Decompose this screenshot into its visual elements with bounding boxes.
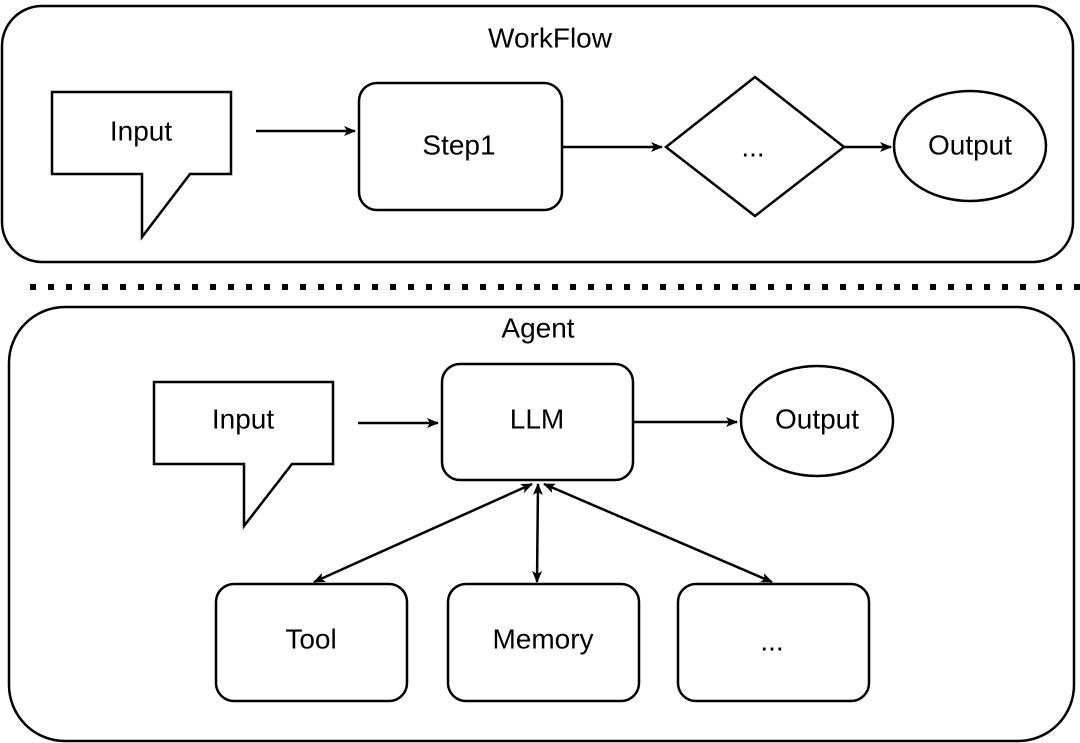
workflow-input-node: Input <box>50 90 233 241</box>
agent-arrow-llm-more <box>543 482 773 584</box>
workflow-step1-node: Step1 <box>357 81 564 212</box>
workflow-decision-label: ... <box>741 131 764 162</box>
agent-panel: Agent Input LLM Output Tool Memory <box>7 305 1076 743</box>
agent-llm-label: LLM <box>510 403 564 434</box>
workflow-title: WorkFlow <box>488 22 613 53</box>
agent-tool-label: Tool <box>285 623 336 654</box>
agent-tool-node: Tool <box>214 582 409 703</box>
agent-title: Agent <box>501 312 574 343</box>
agent-input-node: Input <box>152 380 335 530</box>
workflow-panel: WorkFlow Input Step1 ... Output <box>0 4 1075 264</box>
agent-more-node: ... <box>676 582 871 703</box>
workflow-input-label: Input <box>110 115 172 146</box>
workflow-step1-label: Step1 <box>422 129 495 160</box>
agent-memory-node: Memory <box>446 582 641 703</box>
agent-output-node: Output <box>739 364 895 478</box>
workflow-output-node: Output <box>892 89 1048 203</box>
workflow-output-label: Output <box>928 129 1012 160</box>
agent-arrow-llm-memory <box>532 483 543 583</box>
agent-llm-node: LLM <box>440 362 635 482</box>
agent-memory-label: Memory <box>492 623 593 654</box>
agent-input-label: Input <box>212 403 274 434</box>
workflow-decision-node: ... <box>663 75 847 218</box>
agent-arrow-llm-tool <box>313 482 533 584</box>
agent-more-label: ... <box>760 625 783 656</box>
agent-output-label: Output <box>775 403 859 434</box>
